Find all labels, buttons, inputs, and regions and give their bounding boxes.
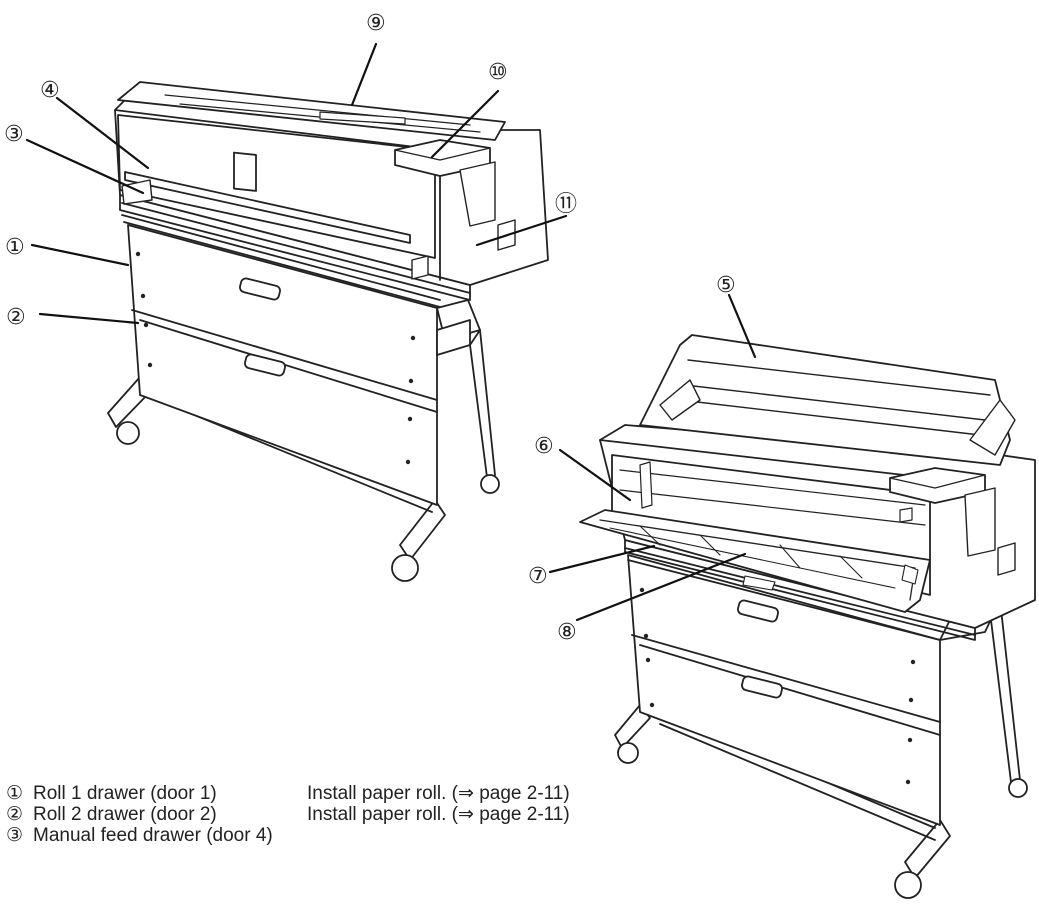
caster-wheel	[116, 421, 140, 445]
screws	[639, 587, 916, 785]
callouts: ① ② ③ ④ ⑤ ⑥ ⑦ ⑧ ⑨ ⑩ ⑪	[4, 11, 736, 645]
callout-6: ⑥	[534, 434, 554, 459]
top-window	[319, 111, 406, 125]
caster-wheel	[894, 871, 922, 899]
roll1-drawer-handle	[737, 599, 779, 623]
tray-guide	[901, 564, 919, 585]
drawer-divider	[631, 634, 941, 723]
printer-open	[579, 334, 1036, 899]
legend-number: ①	[6, 783, 24, 804]
callout-4: ④	[40, 78, 60, 103]
roll1-drawer-handle	[239, 277, 281, 301]
opened-top-cover	[639, 334, 1011, 466]
right-foot-front	[904, 819, 951, 879]
legend-description: Install paper roll. (⇒ page 2-11)	[307, 783, 570, 804]
callout-2: ②	[6, 305, 26, 330]
roll2-drawer-handle	[244, 353, 286, 377]
legend-row: ③ Manual feed drawer (door 4)	[6, 825, 570, 846]
legend-part-name: Manual feed drawer (door 4)	[33, 825, 273, 846]
callout-8: ⑧	[557, 620, 577, 645]
rear-leg	[469, 329, 496, 486]
parts-legend: ① Roll 1 drawer (door 1) Install paper r…	[6, 783, 570, 846]
caster-wheel	[1008, 778, 1028, 798]
roll2-drawer-handle	[741, 675, 783, 699]
caster-wheel	[617, 742, 639, 764]
leader-lines	[25, 42, 757, 622]
legend-number: ③	[6, 825, 24, 846]
side-vent	[997, 542, 1016, 576]
legend-part-name: Roll 2 drawer (door 2)	[33, 804, 217, 825]
caster-wheel	[480, 474, 500, 494]
side-panel	[459, 161, 496, 227]
callout-3: ③	[4, 122, 24, 147]
callout-1: ①	[5, 235, 25, 260]
callout-10: ⑩	[488, 60, 508, 85]
screws	[135, 251, 416, 465]
caster-wheel	[391, 554, 419, 582]
callout-9: ⑨	[366, 11, 386, 36]
callout-11: ⑪	[555, 192, 577, 217]
manual-feed-slot	[124, 171, 411, 244]
manual-feed-tray	[579, 509, 931, 613]
legend-row: ① Roll 1 drawer (door 1) Install paper r…	[6, 783, 570, 804]
legend-description: Install paper roll. (⇒ page 2-11)	[307, 804, 570, 825]
callout-5: ⑤	[716, 273, 736, 298]
drawer-divider	[131, 309, 438, 401]
legend-number: ②	[6, 804, 24, 825]
rear-leg	[989, 599, 1021, 791]
legend-part-name: Roll 1 drawer (door 1)	[33, 783, 217, 804]
legend-row: ② Roll 2 drawer (door 2) Install paper r…	[6, 804, 570, 825]
callout-7: ⑦	[528, 564, 548, 589]
lower-cabinet	[627, 554, 941, 826]
printer-closed	[107, 81, 549, 582]
side-panel	[964, 487, 996, 557]
panel-latch	[233, 151, 257, 192]
